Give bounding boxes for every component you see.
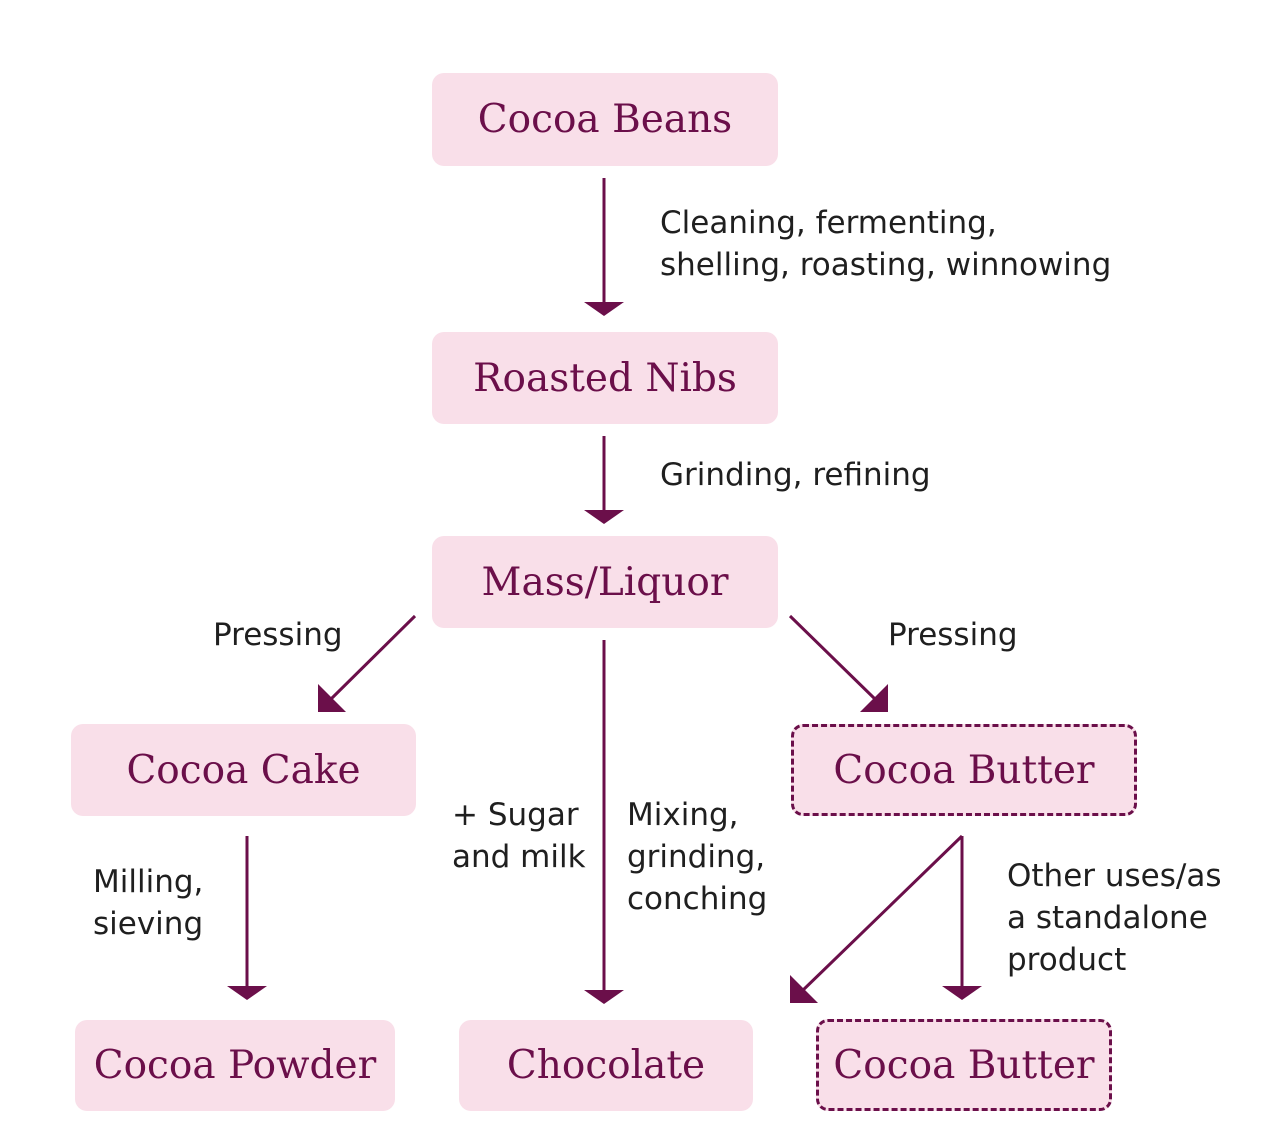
label-sugar-milk: + Sugar and milk <box>452 797 586 875</box>
arrow-mass-to-cake <box>328 614 417 702</box>
node-cocoa-butter-top: Cocoa Butter <box>791 724 1137 816</box>
arrow-butter-to-chocolate <box>798 834 964 995</box>
node-cocoa-powder: Cocoa Powder <box>75 1020 395 1111</box>
label-mass-to-butter: Pressing <box>888 617 1018 653</box>
label-mass-to-cake: Pressing <box>213 617 343 653</box>
node-chocolate: Chocolate <box>459 1020 753 1111</box>
arrowhead-cake-to-powder <box>227 986 267 1000</box>
arrowhead-butter-to-butter <box>942 986 982 1000</box>
arrowhead-mass-to-chocolate <box>584 990 624 1004</box>
arrowhead-mass-to-butter <box>860 684 888 712</box>
arrowhead-butter-to-chocolate <box>790 975 818 1003</box>
node-mass-liquor: Mass/Liquor <box>432 536 778 628</box>
label-butter-standalone: Other uses/as a standalone product <box>1007 858 1222 978</box>
label-beans-to-nibs: Cleaning, fermenting, shelling, roasting… <box>660 205 1112 283</box>
node-cocoa-cake: Cocoa Cake <box>71 724 416 816</box>
node-cocoa-butter-bottom: Cocoa Butter <box>816 1019 1112 1111</box>
arrowhead-beans-to-nibs <box>584 302 624 316</box>
arrowhead-mass-to-cake <box>318 684 346 712</box>
arrow-mass-to-butter <box>788 614 878 702</box>
node-cocoa-beans: Cocoa Beans <box>432 73 778 166</box>
label-cake-to-powder: Milling, sieving <box>93 864 204 942</box>
arrowhead-nibs-to-mass <box>584 510 624 524</box>
label-mass-to-chocolate: Mixing, grinding, conching <box>627 797 768 917</box>
node-roasted-nibs: Roasted Nibs <box>432 332 778 424</box>
label-nibs-to-mass: Grinding, refining <box>660 457 931 493</box>
